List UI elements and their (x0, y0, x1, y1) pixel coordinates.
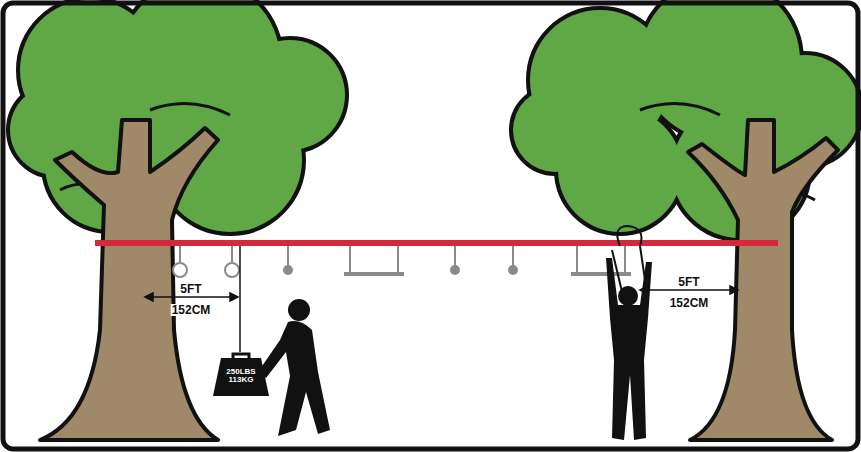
dimension-label: 152CM (171, 304, 212, 316)
dimension-label: 5FT (179, 283, 202, 295)
slackline (95, 240, 778, 246)
weight-block: 250LBS 113KG (213, 352, 269, 396)
right-trunk (688, 120, 838, 440)
dimension-label: 5FT (677, 276, 700, 288)
person-pushing (258, 299, 330, 436)
hanging-obstacles (173, 246, 631, 277)
weight-rope (239, 246, 241, 352)
right-canopy (513, 0, 860, 238)
right-canopy-outline (513, 0, 860, 238)
weight-label: 250LBS 113KG (221, 368, 261, 385)
dimension-label: 152CM (669, 297, 710, 309)
person-hanging (606, 226, 652, 440)
frame (3, 3, 858, 449)
left-trunk (40, 120, 218, 440)
